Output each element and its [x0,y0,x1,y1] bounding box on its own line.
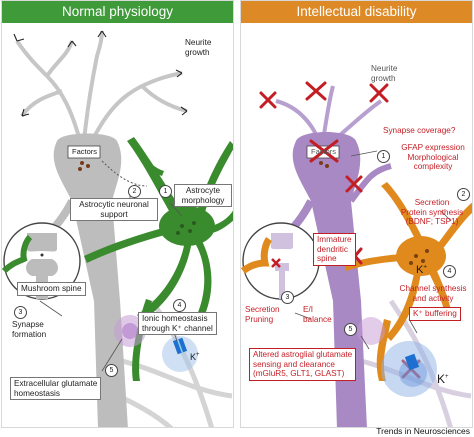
cross-4 [309,139,339,163]
step-number-2-right: 2 [457,188,470,201]
step-number-4-left: 4 [173,299,186,312]
synapse-cross [271,258,281,268]
astrocyte-orange [344,182,472,381]
immature-spine-shape [275,263,289,299]
astrocyte-granules-right [409,249,429,265]
synapse-coverage-label: Synapse coverage? [383,126,456,135]
neurite-growth-label-right: Neurite growth [371,64,397,83]
cross-1 [259,91,277,109]
callout-lines-right [294,150,452,350]
step-number-3-left: 3 [14,306,27,319]
astrocytic-support-label: Astrocytic neuronal support [70,198,158,221]
neurite-growth-arrows-left [13,30,188,117]
channel-synthesis-label: Channel synthesis and activity [393,284,472,303]
glutamate-glow-right [357,317,385,345]
extracellular-glutamate-text: Extracellular glutamate homeostasis [14,379,98,398]
altered-glutamate-text: Altered astroglial glutamate sensing and… [253,350,353,378]
presynaptic-terminal-left [27,233,57,252]
neurite-growth-text-right: Neurite growth [371,64,398,83]
neuron-branch-right [348,163,392,203]
secretion-protein-label: Secretion Protein synthesis (BDNF; TSP1) [391,198,472,227]
ionic-homeostasis-text: Ionic homeostasis through K⁺ channel [142,314,213,333]
potassium-ion-astrocyte: K+ [416,264,427,276]
potassium-symbol-left: K [190,352,197,362]
mushroom-spine-shape [26,259,58,299]
ei-balance-text: E/I balance [303,305,332,324]
secretion-pruning-text: Secretion Pruning [245,305,280,324]
intellectual-disability-panel: Intellectual disability [240,0,473,428]
step-number-3-right: 3 [281,291,294,304]
gfap-expression-text: GFAP expression Morphological complexity [401,143,465,171]
intellectual-disability-illustration [241,81,472,427]
potassium-symbol-right: K [437,372,446,386]
glutamate-glow-core-left [122,323,138,339]
synapse-formation-text: Synapse formation [12,320,47,339]
potassium-glow-core-right [399,359,427,387]
potassium-ion-left: K+ [190,352,200,362]
altered-glutamate-label: Altered astroglial glutamate sensing and… [249,348,357,381]
k-buffering-label: K⁺ buffering [409,307,461,321]
step-number-1-right: 1 [377,150,390,163]
channel-pore-left [176,339,184,353]
potassium-glow-left [162,336,198,372]
secretion-pruning-label: Secretion Pruning [245,305,280,324]
support-arrow-left [101,160,148,187]
normal-physiology-title: Normal physiology [2,1,233,23]
secretion-protein-text: Secretion Protein synthesis (BDNF; TSP1) [400,198,464,226]
cross-3 [369,83,389,103]
cross-2 [305,81,327,101]
ionic-homeostasis-label: Ionic homeostasis through K⁺ channel [138,312,217,335]
journal-credit: Trends in Neurosciences [376,426,470,436]
immature-spine-label: Immature dendritic spine [313,233,356,266]
cross-5 [345,175,363,193]
factors-label-left: Factors [72,147,98,156]
step-number-5-right: 5 [344,323,357,336]
step-number-4-right: 4 [443,265,456,278]
presynaptic-terminal-right [271,233,293,250]
channel-synthesis-text: Channel synthesis and activity [399,284,467,303]
immature-spine-text: Immature dendritic spine [317,235,352,263]
step-number-1-left: 1 [159,185,172,198]
astrocyte-process-in-synapse-right [241,237,273,274]
potassium-glow-right [381,341,437,397]
step-number-5-left: 5 [105,364,118,377]
step-number-2-left: 2 [128,185,141,198]
cross-marks-right [259,81,421,379]
normal-physiology-panel: Normal physiology [1,0,234,428]
astrocyte-process-in-synapse-left [2,234,33,274]
mushroom-spine-label: Mushroom spine [17,282,86,296]
synapse-formation-label: Synapse formation [12,320,46,339]
synaptic-cleft-dot-left [40,253,44,257]
factors-label-right: Factors [311,147,337,156]
astrocyte-morphology-text: Astrocyte morphology [181,186,225,205]
extracellular-glutamate-label: Extracellular glutamate homeostasis [10,377,102,400]
factor-granules-left [78,161,90,171]
factors-box-left [67,145,101,159]
potassium-ion-right: K+ [437,372,449,386]
astrocyte-granules-left [176,221,196,235]
potassium-symbol-astrocyte: K [416,264,424,276]
neuron-dendrites-left [15,30,188,142]
gfap-expression-label: GFAP expression Morphological complexity [393,143,472,172]
intellectual-disability-title: Intellectual disability [241,1,472,23]
astrocyte-morphology-label: Astrocyte morphology [174,184,232,207]
ei-balance-label: E/I balance [303,305,332,324]
neurite-growth-label-left: Neurite growth [185,38,211,57]
astrocytic-support-text: Astrocytic neuronal support [79,200,149,219]
potassium-channel-right [404,353,420,371]
neurite-growth-text-left: Neurite growth [185,38,212,57]
factor-granules-right [319,161,329,168]
